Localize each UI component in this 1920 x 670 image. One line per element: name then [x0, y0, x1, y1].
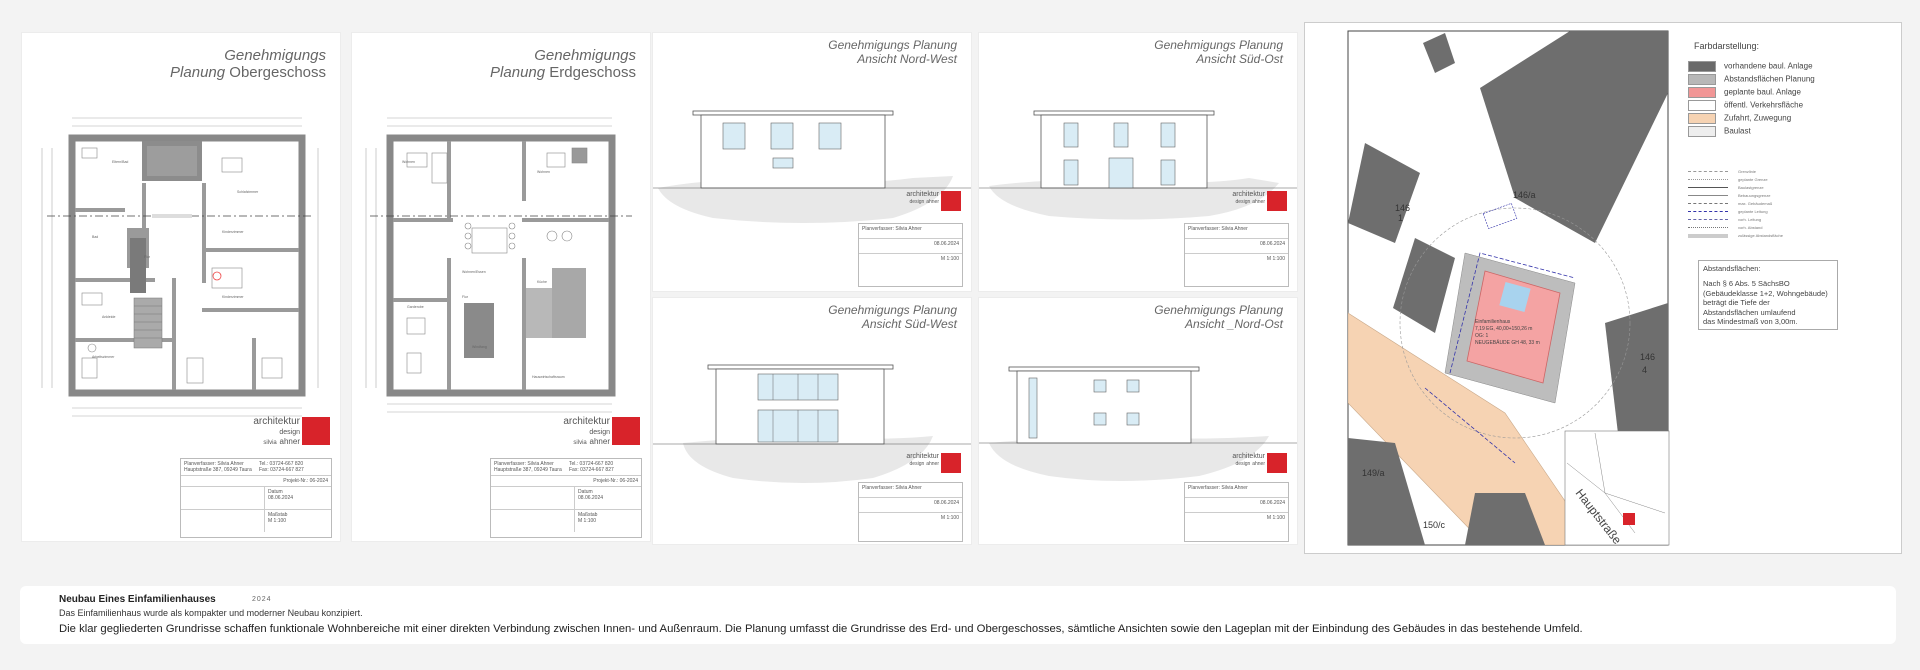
svg-text:Kinderzimmer: Kinderzimmer	[222, 230, 244, 234]
elevation-sw-drawing	[653, 364, 971, 483]
elevation-nw-sheet: Genehmigungs Planung Ansicht Nord-West a…	[653, 33, 971, 291]
svg-text:146: 146	[1640, 352, 1655, 362]
title-block: Planverfasser: Silvia Ahner 08.06.2024 M…	[1184, 223, 1289, 287]
elevation-no-sheet: Genehmigungs Planung Ansicht _Nord-Ost a…	[979, 298, 1297, 544]
svg-text:146: 146	[1395, 203, 1410, 213]
svg-text:Eltern/Bad: Eltern/Bad	[112, 160, 128, 164]
floorplan-eg-drawing: Wohnen Wohnen Wohnen/Essen Flur Küche Ga…	[365, 117, 632, 413]
project-description: Die klar gegliederten Grundrisse schaffe…	[59, 623, 1583, 635]
sheet-title: Genehmigungs Planung Ansicht Süd-West	[828, 303, 957, 331]
project-heading: Neubau Eines Einfamilienhauses	[59, 594, 216, 605]
elevation-so-sheet: Genehmigungs Planung Ansicht Süd-Ost arc…	[979, 33, 1297, 291]
svg-text:150/c: 150/c	[1423, 520, 1446, 530]
svg-text:149/a: 149/a	[1362, 468, 1385, 478]
svg-text:Wohnen/Essen: Wohnen/Essen	[462, 270, 486, 274]
title-block: Planverfasser: Silvia Ahner 08.06.2024 M…	[858, 223, 963, 287]
svg-text:Kinderzimmer: Kinderzimmer	[222, 295, 244, 299]
color-legend: Farbdarstellung: vorhandene baul. Anlage…	[1688, 41, 1888, 161]
sheet-title: Genehmigungs Planung Obergeschoss	[170, 47, 326, 82]
svg-text:1: 1	[1398, 213, 1403, 223]
svg-text:146/a: 146/a	[1513, 190, 1536, 200]
sheet-title: Genehmigungs Planung Ansicht Süd-Ost	[1154, 38, 1283, 66]
sheet-title: Genehmigungs Planung Ansicht Nord-West	[828, 38, 957, 66]
line-legend: Grenzlinie geplante Grenze Baulastgrenze…	[1688, 169, 1888, 251]
floorplan-eg-sheet: Genehmigungs Planung Erdgeschoss	[352, 33, 650, 541]
sheet-title: Genehmigungs Planung Erdgeschoss	[490, 47, 636, 82]
svg-text:Garderobe: Garderobe	[407, 305, 424, 309]
svg-text:Einfamilienhaus: Einfamilienhaus	[1475, 319, 1511, 325]
room-labels: Wohnen Wohnen Wohnen/Essen Flur Küche Ga…	[402, 160, 565, 379]
svg-text:NEUGEBÄUDE GH 48, 33 m: NEUGEBÄUDE GH 48, 33 m	[1475, 339, 1540, 346]
svg-text:OG: 1: OG: 1	[1475, 333, 1489, 339]
project-year: 2024	[252, 596, 272, 603]
svg-text:7,19 EG, 40,00+150,26 m: 7,19 EG, 40,00+150,26 m	[1475, 326, 1532, 332]
svg-text:Flur: Flur	[144, 255, 151, 259]
svg-text:Küche: Küche	[537, 280, 547, 284]
svg-text:Wohnen: Wohnen	[402, 160, 415, 164]
elevation-sw-sheet: Genehmigungs Planung Ansicht Süd-West ar…	[653, 298, 971, 544]
svg-text:Windfang: Windfang	[472, 345, 487, 349]
title-block: Planverfasser: Silvia Ahner 08.06.2024 M…	[1184, 482, 1289, 542]
project-subtitle: Das Einfamilienhaus wurde als kompakter …	[59, 608, 363, 618]
site-plan-sheet: 146 1 146/a 146 4 149/a 150/c Hauptstraß…	[1304, 22, 1902, 554]
svg-text:Hauswirtschaftsraum: Hauswirtschaftsraum	[532, 375, 565, 379]
svg-text:Wohnen: Wohnen	[537, 170, 550, 174]
floorplan-og-sheet: Genehmigungs Planung Obergeschoss	[22, 33, 340, 541]
project-caption: Neubau Eines Einfamilienhauses 2024 Das …	[20, 586, 1896, 644]
abstand-note: Abstandsflächen: Nach § 6 Abs. 5 SächsBO…	[1698, 260, 1838, 330]
svg-text:Schlafzimmer: Schlafzimmer	[237, 190, 259, 194]
elevation-so-drawing	[979, 110, 1297, 220]
elevation-no-drawing	[979, 366, 1297, 481]
sheet-title: Genehmigungs Planung Ansicht _Nord-Ost	[1154, 303, 1283, 331]
floorplan-og-drawing: Eltern/Bad Schlafzimmer Bad Flur Kinderz…	[41, 117, 319, 417]
svg-text:Ankleide: Ankleide	[102, 315, 115, 319]
svg-text:Bad: Bad	[92, 235, 98, 239]
svg-text:Arbeitszimmer: Arbeitszimmer	[92, 355, 115, 359]
site-plan-drawing: 146 1 146/a 146 4 149/a 150/c Hauptstraß…	[1347, 30, 1670, 547]
title-block: Planverfasser: Silvia Ahner 08.06.2024 M…	[858, 482, 963, 542]
svg-text:4: 4	[1642, 365, 1647, 375]
svg-text:Flur: Flur	[462, 295, 469, 299]
room-labels: Eltern/Bad Schlafzimmer Bad Flur Kinderz…	[92, 160, 259, 359]
elevation-nw-drawing	[653, 110, 971, 223]
